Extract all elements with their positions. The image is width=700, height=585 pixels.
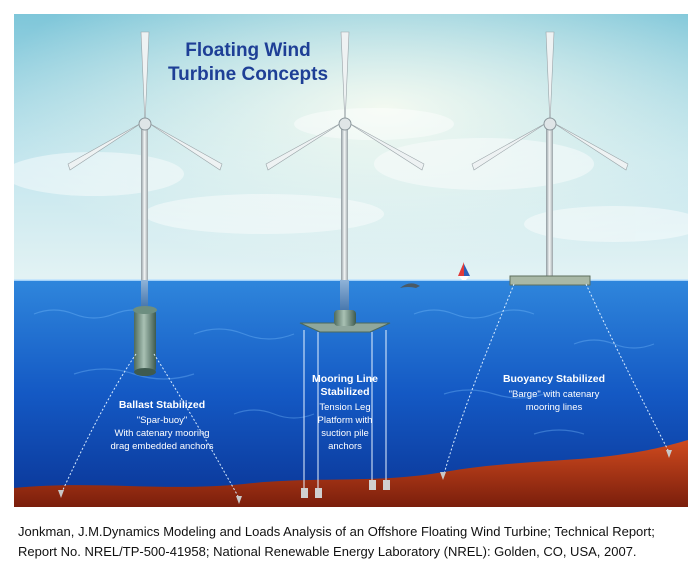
concept-label-ballast: Ballast Stabilized "Spar-buoy" With cate… <box>111 399 214 452</box>
dolphin-icon <box>400 283 420 288</box>
tower <box>341 128 348 286</box>
concept-heading: Mooring Line <box>312 373 378 385</box>
concept-line: anchors <box>328 441 362 452</box>
suction-pile <box>315 488 322 498</box>
sky-glow <box>14 14 688 284</box>
blade <box>346 121 425 171</box>
tlp-platform <box>299 322 391 333</box>
tower <box>546 128 553 280</box>
suction-pile <box>369 480 376 490</box>
concept-label-mooring: Mooring Line Stabilized Tension Leg Plat… <box>312 373 378 452</box>
blade <box>265 121 344 171</box>
anchor <box>440 472 446 480</box>
turbine-spar-buoy <box>58 31 242 504</box>
concept-line: Platform with <box>318 415 373 426</box>
turbine-tension-leg <box>265 31 425 498</box>
citation-line-1: Jonkman, J.M.Dynamics Modeling and Loads… <box>18 524 655 539</box>
mooring-line <box>585 283 670 453</box>
turbine-barge <box>440 31 672 480</box>
figure-title-line1: Floating Wind <box>185 40 310 61</box>
tower <box>141 126 148 286</box>
barge-platform <box>509 275 591 286</box>
concept-line: drag embedded anchors <box>111 441 214 452</box>
concept-line: Tension Leg <box>319 402 370 413</box>
blade <box>471 121 549 171</box>
floating-wind-turbine-illustration: Floating Wind Turbine Concepts Ballast S… <box>14 14 688 507</box>
concept-heading: Buoyancy Stabilized <box>503 373 605 385</box>
concept-line: suction pile <box>321 428 369 439</box>
spar-buoy-hull <box>134 308 156 374</box>
water-caustics <box>33 309 655 435</box>
concept-heading: Ballast Stabilized <box>119 399 205 411</box>
sailboat-icon <box>458 262 470 280</box>
suction-pile <box>301 488 308 498</box>
blade <box>551 121 629 171</box>
submerged-tower <box>340 280 349 314</box>
concept-line: With catenary mooring <box>114 428 209 439</box>
blade <box>545 31 555 125</box>
mooring-line <box>443 283 515 475</box>
seabed <box>14 440 688 507</box>
concept-line: mooring lines <box>526 402 583 413</box>
anchor <box>58 490 64 498</box>
concept-line: "Spar-buoy" <box>137 415 188 426</box>
blade <box>340 31 350 125</box>
concept-label-buoyancy: Buoyancy Stabilized "Barge" with catenar… <box>503 373 605 413</box>
concept-line: "Barge" with catenary <box>509 389 600 400</box>
blade <box>140 31 150 125</box>
figure-title-line2: Turbine Concepts <box>168 64 328 85</box>
anchor <box>236 496 242 504</box>
tendons <box>303 330 387 492</box>
mooring-line <box>61 353 137 493</box>
submerged-tower <box>141 280 148 310</box>
hub <box>338 117 352 131</box>
blade <box>146 121 223 171</box>
citation-line-2: Report No. NREL/TP-500-41958; National R… <box>18 544 637 559</box>
hub <box>138 117 152 131</box>
mooring-line <box>153 353 240 499</box>
hub <box>543 117 557 131</box>
blade <box>67 121 144 171</box>
anchor <box>666 450 672 458</box>
concept-heading: Stabilized <box>320 386 369 398</box>
suction-pile <box>383 480 390 490</box>
